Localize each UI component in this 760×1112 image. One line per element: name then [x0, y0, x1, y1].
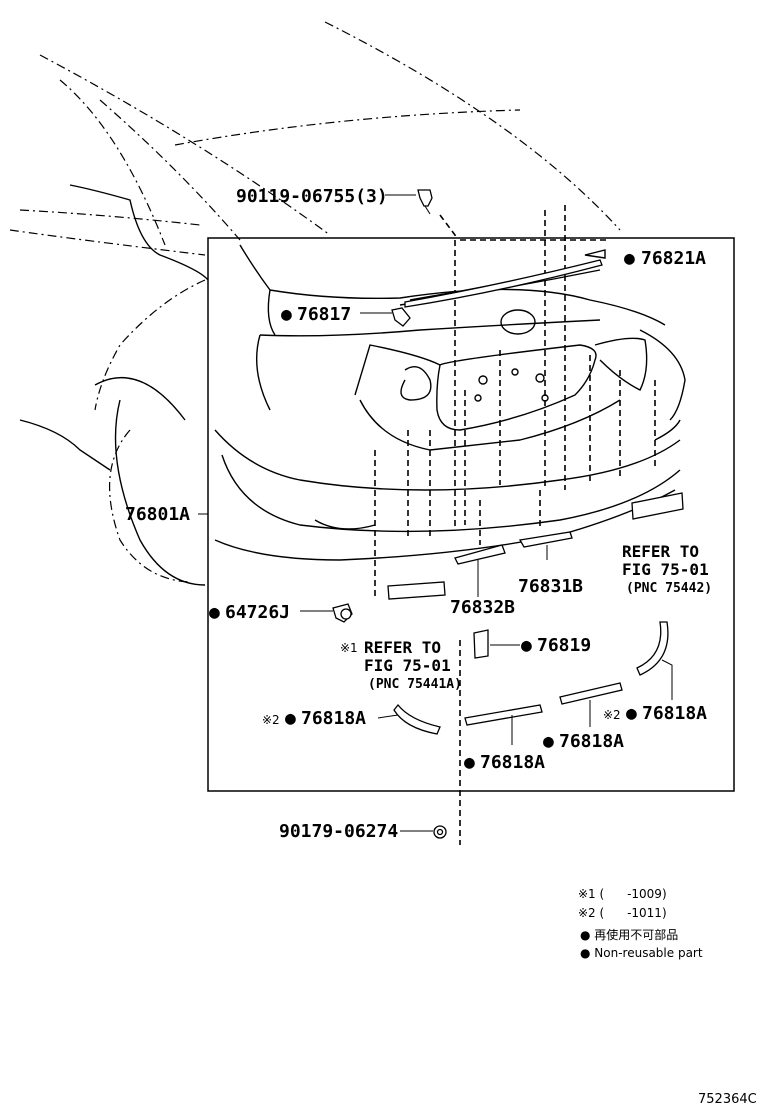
note-line-2: ※2 ( -1011): [578, 906, 667, 920]
bracket-part-icon: [473, 629, 489, 659]
car-body-outline: [9, 21, 621, 586]
refer-right-line3: (PNC 75442): [626, 581, 712, 596]
molding-top-part-icon: [404, 259, 603, 308]
molding-mid-r-part-icon: [559, 682, 623, 705]
location-dashes: [374, 205, 656, 845]
note1-marker: ※1: [340, 641, 358, 655]
screw-part-icon: [417, 189, 433, 215]
part-number-molding-mid-l: 76818A: [480, 752, 545, 773]
part-number-reflector-left: 76832B: [450, 597, 515, 618]
refer-right-line1: REFER TO: [622, 542, 699, 561]
refer-left-line2: FIG 75-01: [364, 656, 451, 675]
refer-right-line2: FIG 75-01: [622, 560, 709, 579]
part-number-nut: 90179-06274: [279, 821, 398, 842]
label-leaders: [198, 194, 673, 832]
note-line-1: ※1 ( -1009): [578, 887, 667, 901]
part-number-reflector-right: 76831B: [518, 576, 583, 597]
note-line-3: ● 再使用不可部品: [580, 927, 678, 942]
part-number-molding-left: 76818A: [301, 708, 366, 729]
dot-marker: ●: [626, 703, 637, 724]
part-number-molding-mid-r: 76818A: [559, 731, 624, 752]
part-number-bracket: 76819: [537, 635, 591, 656]
dot-marker: ●: [281, 304, 292, 325]
refer-left-plate-icon: [387, 581, 446, 600]
figure-code: 752364C: [698, 1092, 757, 1107]
dot-marker: ●: [209, 602, 220, 623]
part-number-screw: 90119-06755(3): [236, 186, 388, 207]
molding-mid-l-part-icon: [464, 704, 543, 726]
dot-marker: ●: [285, 708, 296, 729]
part-number-bumper-cover: 76801A: [125, 504, 190, 525]
dot-marker: ●: [464, 752, 475, 773]
clip-part-icon: [332, 603, 353, 623]
dot-marker: ●: [521, 635, 532, 656]
refer-left-line1: REFER TO: [364, 638, 441, 657]
lamp-bracket-part-icon: [391, 307, 411, 327]
part-number-clip: 64726J: [225, 602, 290, 623]
note2-marker: ※2: [262, 713, 280, 727]
dot-marker: ●: [624, 248, 635, 269]
note-line-4: ● Non-reusable part: [580, 946, 703, 960]
trunk-and-bumper: [214, 244, 686, 561]
nut-part-icon: [433, 825, 447, 839]
reflector-left-part-icon: [454, 544, 506, 565]
dot-marker: ●: [543, 731, 554, 752]
part-number-molding-top: 76821A: [641, 248, 706, 269]
molding-left-part-icon: [393, 703, 441, 735]
part-number-molding-right: 76818A: [642, 703, 707, 724]
part-number-lamp-bracket: 76817: [297, 304, 351, 325]
note2-marker: ※2: [603, 708, 621, 722]
refer-right-plate-icon: [631, 492, 684, 520]
reflector-right-part-icon: [518, 531, 573, 548]
refer-left-line3: (PNC 75441A): [368, 677, 462, 692]
molding-right-part-icon: [636, 621, 669, 676]
